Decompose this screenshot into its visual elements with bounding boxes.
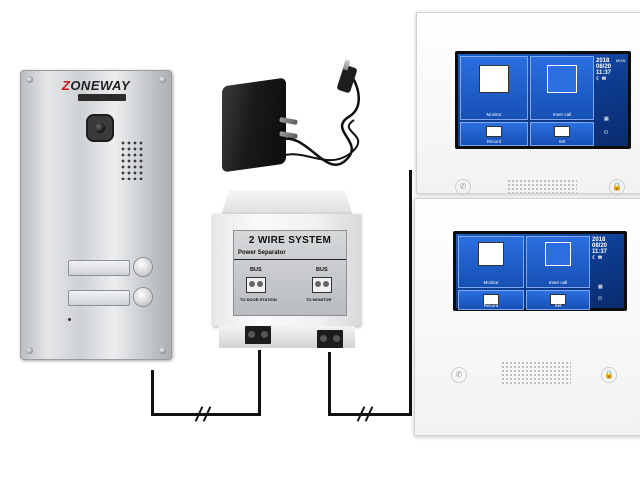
- camera-lens-icon: [86, 114, 114, 142]
- status-panel: 2018 08/20 11:37 ☾ ✉: [596, 58, 612, 82]
- screw-icon: [159, 76, 166, 83]
- wire-segment: [258, 350, 261, 416]
- to-door-caption: TO DOOR STATION: [240, 297, 277, 302]
- power-icon[interactable]: ⏻: [604, 130, 608, 136]
- record-icon: [483, 294, 499, 305]
- monitor-screen[interactable]: Monitor Inner call Record Set 2018 08/20…: [453, 231, 627, 311]
- microphone-hole: [68, 318, 71, 321]
- day-label: MON: [616, 58, 626, 63]
- monitor-screen[interactable]: Monitor Inner call Record Set 2018 08/20…: [455, 51, 631, 149]
- inner-call-icon: [547, 65, 577, 93]
- record-icon: [486, 126, 502, 137]
- phone-icon[interactable]: ✆: [455, 179, 471, 195]
- set-tile[interactable]: Set: [530, 122, 594, 146]
- separator-label: 2 WIRE SYSTEM Power Separator BUS BUS TO…: [233, 230, 347, 316]
- call-button-icon[interactable]: [134, 258, 152, 276]
- settings-icon: [554, 126, 570, 137]
- record-tile[interactable]: Record: [460, 122, 528, 146]
- status-led-strip: [78, 94, 126, 101]
- terminal-icon: [246, 277, 266, 293]
- indoor-monitor-top: Monitor Inner call Record Set 2018 08/20…: [416, 12, 640, 195]
- speaker-grill-icon: [507, 179, 577, 193]
- brand-logo: ZONEWAY: [61, 78, 131, 93]
- monitor-icon: [478, 242, 504, 266]
- set-tile[interactable]: Set: [526, 290, 590, 310]
- phone-icon[interactable]: ✆: [451, 367, 467, 383]
- monitor-icon: [479, 65, 509, 93]
- to-monitor-caption: TO MONITOR: [306, 297, 332, 302]
- terminal-icon: [312, 277, 332, 293]
- call-button-icon[interactable]: [134, 288, 152, 306]
- screen-area: Monitor Inner call Record Set 2018 08/20…: [456, 234, 624, 310]
- speaker-grill-icon: [501, 361, 571, 385]
- divider: [234, 259, 346, 260]
- indoor-monitor-bottom: Monitor Inner call Record Set 2018 08/20…: [414, 198, 640, 436]
- screw-icon: [159, 347, 166, 354]
- grid-icon[interactable]: ▦: [598, 284, 603, 290]
- inner-call-tile[interactable]: Inner call: [526, 236, 590, 288]
- monitor-tile[interactable]: Monitor: [458, 236, 524, 288]
- door-station: ZONEWAY: [20, 70, 172, 360]
- wire-segment: [328, 413, 412, 416]
- separator-title: 2 WIRE SYSTEM: [248, 235, 332, 246]
- record-tile[interactable]: Record: [458, 290, 524, 310]
- lock-icon[interactable]: 🔒: [609, 179, 625, 195]
- bus-label-right: BUS: [316, 267, 328, 273]
- adapter-cable: [279, 69, 360, 166]
- moon-icon: ☾ ✉: [596, 76, 607, 82]
- wire-segment: [409, 170, 412, 416]
- separator-subtitle: Power Separator: [238, 250, 286, 256]
- bus-label-left: BUS: [250, 267, 262, 273]
- name-plate-1: [68, 260, 130, 276]
- screw-icon: [26, 76, 33, 83]
- inner-call-icon: [545, 242, 571, 266]
- monitor-tile[interactable]: Monitor: [460, 56, 528, 120]
- terminal-block-door: [245, 326, 271, 344]
- status-panel: 2018 08/20 11:37 ☾ ✉: [592, 237, 608, 261]
- settings-icon: [550, 294, 566, 305]
- screen-area: Monitor Inner call Record Set 2018 08/20…: [458, 54, 628, 146]
- power-icon[interactable]: ⏻: [598, 296, 602, 302]
- power-separator: 2 WIRE SYSTEM Power Separator BUS BUS TO…: [213, 190, 361, 350]
- separator-top: [221, 190, 353, 216]
- screw-icon: [26, 347, 33, 354]
- inner-call-tile[interactable]: Inner call: [530, 56, 594, 120]
- name-plate-2: [68, 290, 130, 306]
- wire-segment: [328, 352, 331, 416]
- grid-icon[interactable]: ▦: [604, 116, 609, 122]
- terminal-block-monitor: [317, 330, 343, 348]
- moon-icon: ☾ ✉: [592, 255, 603, 261]
- lock-icon[interactable]: 🔒: [601, 367, 617, 383]
- speaker-grill-icon: [120, 140, 144, 180]
- wire-segment: [151, 370, 154, 416]
